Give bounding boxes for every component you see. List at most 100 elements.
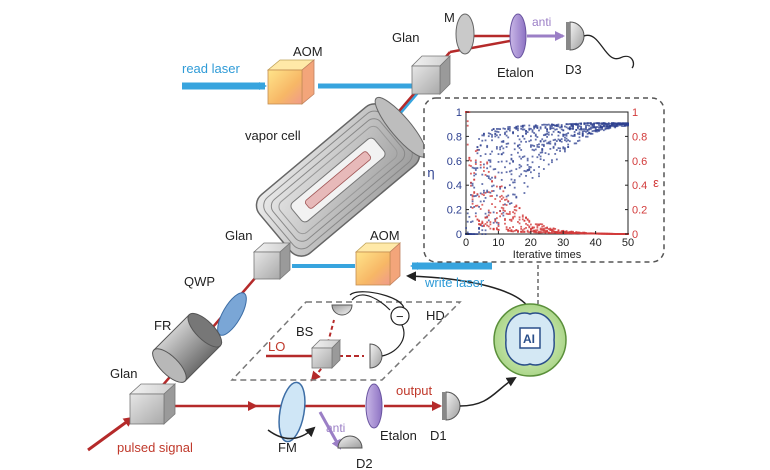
eta-point: [588, 124, 591, 127]
eps-point: [565, 230, 568, 233]
eps-point: [497, 222, 500, 224]
eps-point: [557, 232, 560, 234]
y-right-tick-label: 0.8: [632, 131, 647, 143]
eta-point: [495, 128, 498, 130]
eta-point: [504, 127, 506, 130]
eta-point: [484, 229, 487, 232]
y-left-axis-label: η: [427, 165, 434, 180]
eta-point: [474, 169, 477, 171]
eta-point: [575, 123, 578, 126]
eps-point: [542, 227, 545, 230]
eta-point: [487, 211, 490, 214]
eta-point: [474, 212, 477, 215]
eps-point: [542, 231, 545, 234]
eta-point: [568, 123, 571, 125]
eta-point: [614, 125, 617, 128]
eta-point: [598, 129, 600, 132]
eta-point: [526, 163, 529, 166]
eta-point: [594, 127, 597, 130]
eps-point: [487, 214, 490, 217]
label-anti-bottom: anti: [326, 421, 345, 435]
eta-point: [495, 134, 498, 137]
eta-point: [562, 147, 565, 150]
eta-point: [589, 123, 592, 126]
eta-point: [572, 127, 574, 130]
eps-point: [505, 212, 508, 215]
eta-point: [487, 159, 490, 162]
eps-point: [468, 111, 471, 113]
eps-point: [539, 223, 542, 226]
eta-point: [627, 123, 629, 125]
eps-point: [487, 170, 490, 173]
eta-point: [572, 124, 574, 126]
eps-point: [534, 223, 537, 226]
y-right-tick-label: 0: [632, 229, 638, 241]
eta-point: [515, 196, 518, 199]
eta-point: [536, 144, 539, 146]
eta-point: [551, 125, 553, 128]
eta-point: [541, 147, 544, 150]
eta-point: [591, 130, 594, 133]
eta-point: [534, 133, 537, 136]
eta-point: [504, 133, 506, 136]
eta-point: [478, 231, 480, 234]
eta-point: [591, 126, 594, 129]
eta-point: [619, 122, 621, 125]
eps-point: [586, 232, 589, 235]
eta-point: [533, 127, 536, 130]
eps-point: [547, 231, 550, 234]
eps-point: [627, 233, 629, 235]
eta-point: [470, 194, 472, 196]
eps-point: [487, 191, 490, 194]
eps-point: [552, 231, 555, 234]
eta-point: [484, 139, 487, 142]
eta-point: [541, 149, 544, 152]
eps-point: [602, 232, 605, 235]
eta-point: [517, 145, 519, 148]
y-left-tick-label: 1: [456, 107, 462, 119]
eta-point: [591, 124, 594, 127]
eta-point: [483, 200, 485, 203]
m-mirror: [455, 13, 475, 55]
eta-point: [521, 126, 524, 129]
eps-point: [551, 230, 553, 233]
eps-point: [520, 225, 523, 228]
eps-point: [580, 232, 583, 235]
eta-point: [497, 128, 500, 130]
eta-point: [539, 151, 542, 154]
label-qwp: QWP: [184, 274, 215, 289]
eta-point: [495, 130, 498, 133]
eps-point: [487, 225, 490, 228]
eta-point: [557, 131, 560, 133]
eta-point: [596, 126, 599, 128]
eta-point: [620, 125, 623, 127]
eta-point: [546, 128, 548, 130]
eps-point: [515, 229, 518, 231]
y-right-tick-label: 0.4: [632, 180, 647, 192]
eta-point: [525, 170, 527, 173]
eta-point: [479, 166, 482, 169]
eta-point: [578, 125, 581, 128]
eta-point: [478, 228, 480, 230]
eps-point: [547, 228, 550, 230]
eps-point: [513, 229, 516, 232]
eta-point: [505, 130, 508, 133]
eta-point: [479, 144, 482, 147]
eta-point: [479, 155, 482, 157]
eps-point: [473, 192, 476, 194]
y-left-tick-label: 0.6: [447, 156, 462, 168]
x-tick-label: 40: [589, 237, 601, 249]
eps-point: [499, 215, 502, 218]
ai-module: AI: [493, 303, 567, 377]
y-right-tick-label: 0.2: [632, 205, 647, 217]
eps-point: [495, 212, 498, 214]
eps-point: [499, 186, 502, 188]
eps-point: [510, 218, 513, 221]
eps-point: [508, 213, 511, 215]
eta-point: [476, 167, 479, 169]
eta-point: [533, 145, 536, 147]
eps-point: [489, 211, 492, 214]
label-d2: D2: [356, 456, 373, 470]
eta-point: [468, 233, 471, 235]
eta-point: [542, 140, 545, 143]
